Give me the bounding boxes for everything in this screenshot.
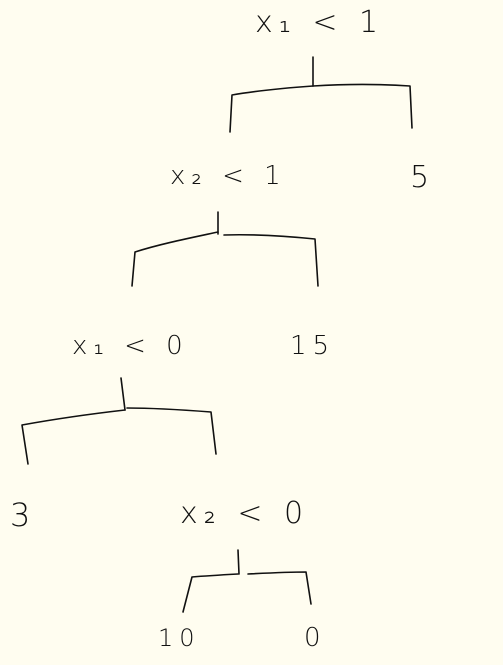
branch-level4-stem [237, 549, 240, 575]
leaf-value-10: 10 [158, 624, 201, 652]
branch-root [229, 56, 413, 133]
branch-level2 [131, 211, 319, 287]
branch-level2-left [131, 231, 219, 287]
branch-level3 [21, 377, 217, 465]
root-split-label: x₁ < 1 [255, 5, 384, 40]
branch-level2-right [223, 233, 319, 287]
branch-level4 [182, 549, 312, 613]
branch-level3-left [21, 409, 126, 465]
leaf-value-5: 5 [410, 160, 435, 195]
leaf-value-3: 3 [10, 496, 36, 534]
branch-level3-stem [120, 377, 126, 411]
branch-root-right [312, 83, 413, 129]
branch-level4-right [247, 571, 312, 605]
branch-root-left [229, 85, 314, 133]
level3-split-label: x₁ < 0 [72, 331, 189, 361]
level2-split-label: x₂ < 1 [170, 161, 287, 191]
branch-level4-left [182, 573, 239, 613]
level4-split-label: x₂ < 0 [180, 496, 309, 531]
branch-level3-right [126, 407, 217, 455]
leaf-value-0: 0 [304, 623, 327, 653]
leaf-value-15: 15 [290, 331, 335, 361]
